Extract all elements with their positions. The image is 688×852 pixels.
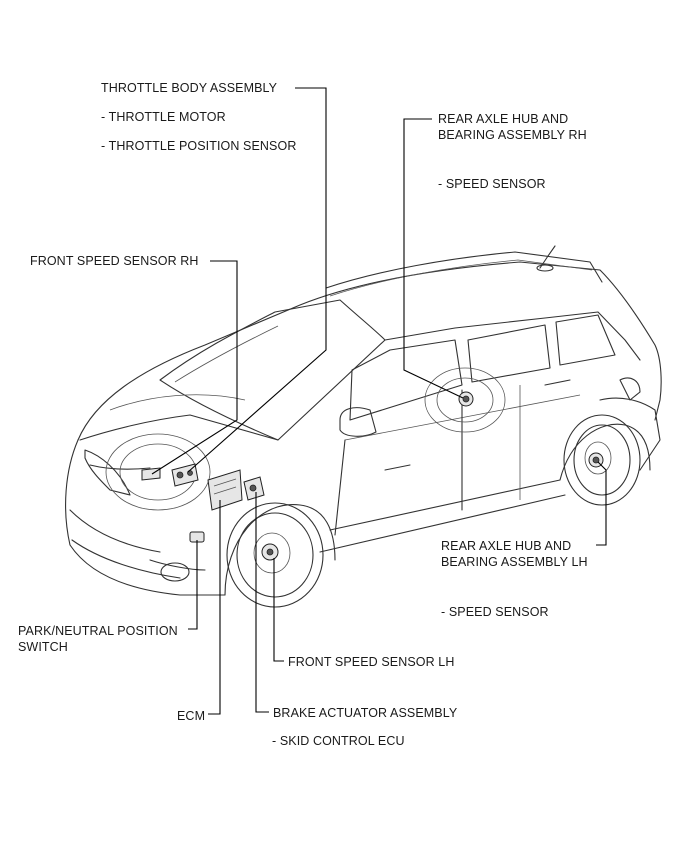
label-brake-actuator-assembly: BRAKE ACTUATOR ASSEMBLY xyxy=(273,706,458,720)
front-speed-sensor-lh-part xyxy=(261,543,279,561)
label-skid-control-ecu: - SKID CONTROL ECU xyxy=(272,734,405,748)
label-rear-axle-hub-rh-line1: REAR AXLE HUB AND xyxy=(438,112,569,126)
label-park-neutral-line2: SWITCH xyxy=(18,640,68,654)
label-throttle-motor: - THROTTLE MOTOR xyxy=(101,110,226,124)
leader-lines xyxy=(151,87,607,715)
label-front-speed-sensor-rh: FRONT SPEED SENSOR RH xyxy=(30,254,199,268)
label-throttle-body-assembly: THROTTLE BODY ASSEMBLY xyxy=(101,81,278,95)
label-park-neutral-line1: PARK/NEUTRAL POSITION xyxy=(18,624,178,638)
brake-actuator-part xyxy=(243,476,265,501)
label-rear-axle-hub-lh-line2: BEARING ASSEMBLY LH xyxy=(441,555,588,569)
rear-axle-hub-rh-part xyxy=(458,391,474,407)
car-body xyxy=(65,245,662,608)
label-ecm: ECM xyxy=(177,709,206,723)
label-front-speed-sensor-lh: FRONT SPEED SENSOR LH xyxy=(288,655,455,669)
front-speed-sensor-rh-part xyxy=(141,467,161,481)
label-rear-axle-hub-lh-line1: REAR AXLE HUB AND xyxy=(441,539,572,553)
label-throttle-position-sensor: - THROTTLE POSITION SENSOR xyxy=(101,139,297,153)
ecm-part xyxy=(207,469,243,511)
label-rear-rh-speed-sensor: - SPEED SENSOR xyxy=(438,177,546,191)
label-rear-axle-hub-rh-line2: BEARING ASSEMBLY RH xyxy=(438,128,587,142)
label-rear-lh-speed-sensor: - SPEED SENSOR xyxy=(441,605,549,619)
